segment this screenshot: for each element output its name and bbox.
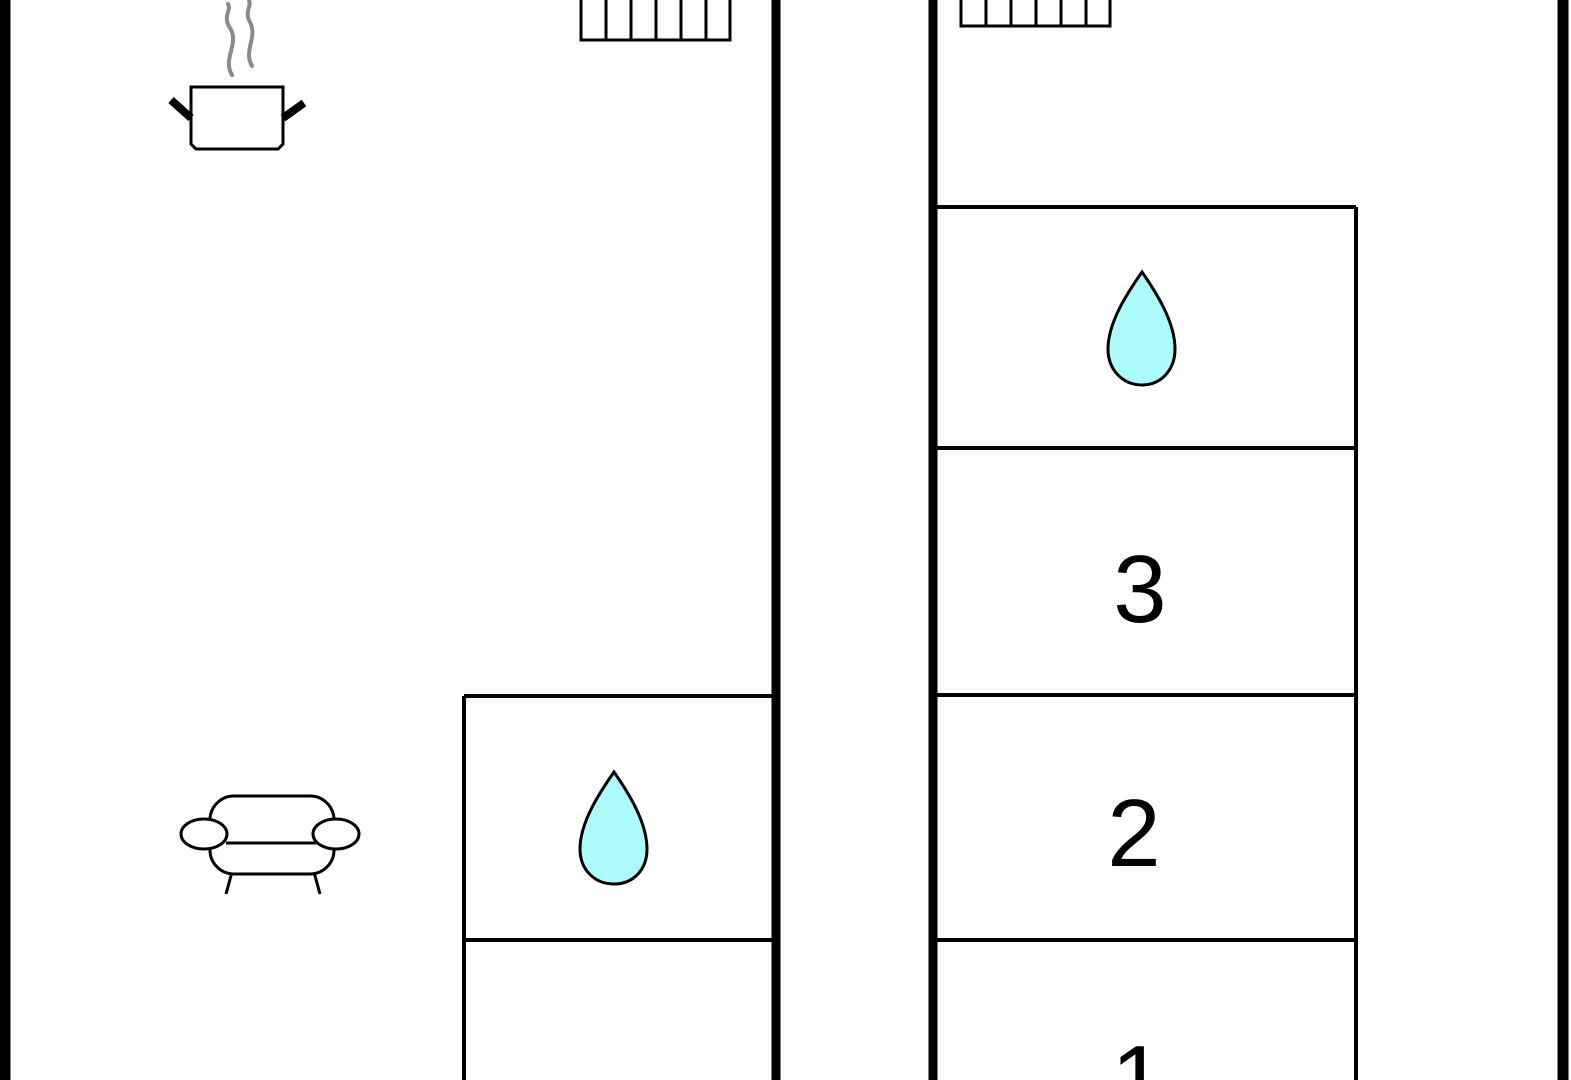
- stair-left: [462, 694, 774, 1080]
- water-drop-icon: [1106, 269, 1177, 387]
- stair-step-number: 2: [1107, 780, 1160, 887]
- radiator-icon: [579, 0, 732, 42]
- armchair-icon: [179, 794, 361, 895]
- water-drop-icon: [578, 769, 649, 886]
- stair-step-number: 3: [1113, 536, 1166, 643]
- cooking-pot-icon: [168, 0, 307, 151]
- radiator-icon: [959, 0, 1112, 28]
- stair-step-number: 1: [1111, 1026, 1164, 1080]
- stair-right: [933, 205, 1358, 1080]
